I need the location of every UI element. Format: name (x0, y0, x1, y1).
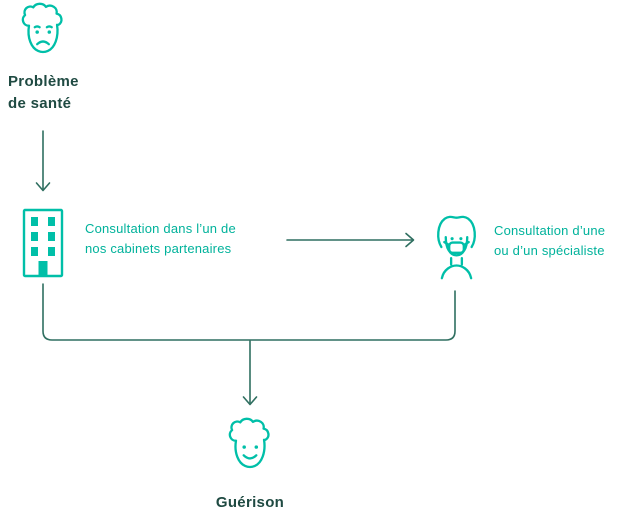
clinic-building-icon (20, 206, 66, 280)
problem-label-line2: de santé (8, 95, 72, 112)
problem-label: Problème de santé (8, 71, 79, 115)
clinic-label-line2: nos cabinets partenaires (85, 240, 232, 256)
bracket-join-line (42, 283, 456, 341)
specialist-label-line1: Consultation d’une (494, 223, 606, 238)
specialist-label: Consultation d’une ou d’un spécialiste (494, 221, 605, 260)
healed-label: Guérison (215, 494, 285, 511)
clinic-label: Consultation dans l’un de nos cabinets p… (85, 219, 236, 258)
arrow-join-to-healed (242, 340, 258, 406)
specialist-label-line2: ou d’un spécialiste (494, 242, 605, 258)
happy-person-icon (219, 417, 281, 481)
arrow-clinic-to-specialist (286, 232, 415, 248)
sad-person-icon (12, 2, 74, 66)
arrow-problem-to-clinic (35, 130, 51, 192)
problem-label-line1: Problème (8, 73, 79, 90)
masked-doctor-icon (429, 206, 484, 286)
clinic-label-line1: Consultation dans l’un de (85, 221, 236, 236)
